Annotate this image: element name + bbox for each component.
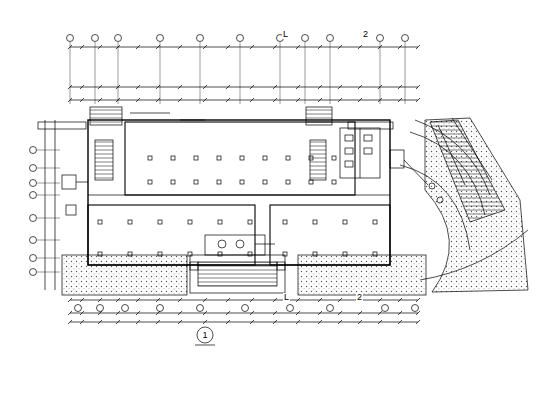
axis-label: L bbox=[283, 293, 290, 302]
plan-lines bbox=[38, 47, 528, 345]
section-mark-number: 1 bbox=[201, 331, 208, 340]
axis-label: 2 bbox=[356, 293, 363, 302]
axis-label: L bbox=[282, 30, 289, 39]
axis-label: 2 bbox=[362, 30, 369, 39]
